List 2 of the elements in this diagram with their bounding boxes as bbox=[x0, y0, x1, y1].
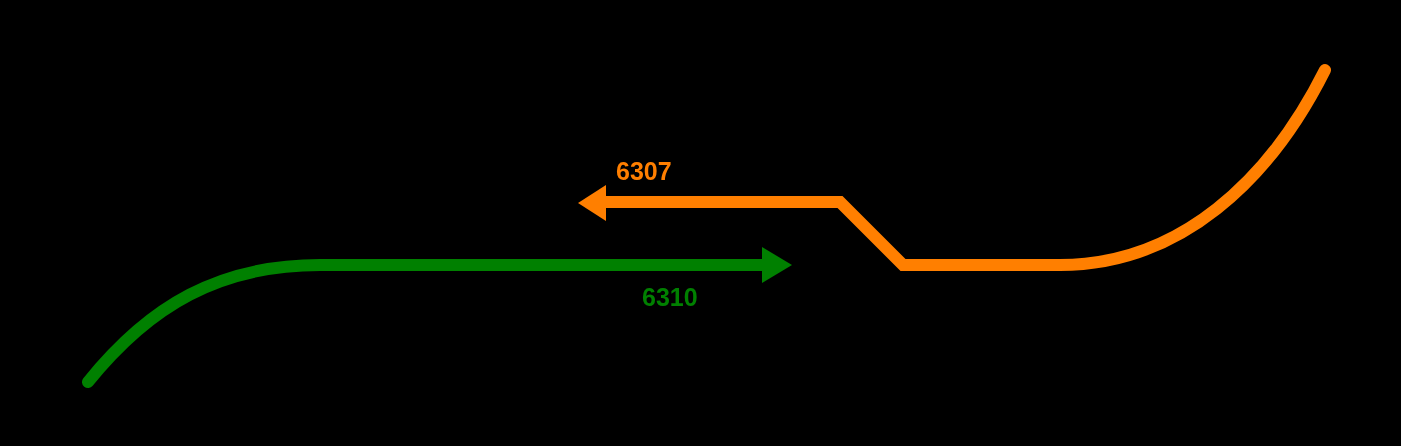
train-number: 6310 bbox=[642, 283, 698, 311]
train-number: 6307 bbox=[616, 157, 672, 185]
